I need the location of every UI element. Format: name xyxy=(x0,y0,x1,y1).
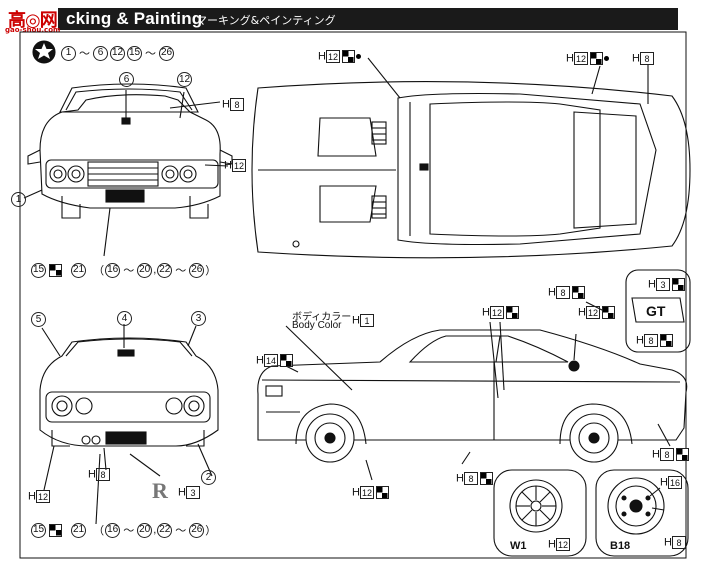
watermark-logo: 高◎网 gao-shou.com xyxy=(2,4,66,34)
ref-12: 12 xyxy=(110,45,125,61)
gt-badge-detail: GT xyxy=(625,269,691,353)
page-title: cking & Painting xyxy=(66,9,203,28)
rear-ref-3: 3 xyxy=(191,311,206,326)
ref-15: 15 xyxy=(127,45,142,61)
rear-ref-4: 4 xyxy=(117,311,132,326)
ref-6: 6 xyxy=(93,45,108,61)
body-color-en: Body Color xyxy=(292,320,342,331)
body-color-jp: ボディカラー xyxy=(292,312,352,323)
front-view-car xyxy=(23,83,233,257)
wheel-w1 xyxy=(493,469,587,557)
wheel-w1-label: W1 xyxy=(510,540,527,552)
wheel-b18-label: B18 xyxy=(610,540,631,552)
watermark-glyphs: 高◎网 xyxy=(8,10,58,31)
side-view-car xyxy=(257,301,688,481)
rear-ref-5: 5 xyxy=(31,312,46,327)
header: cking & Painting マーキング&ペインティング 高◎网 gao-s… xyxy=(0,0,706,34)
ref-1: 1 xyxy=(61,45,76,61)
ref-26: 26 xyxy=(159,45,174,61)
front-ref-6: 6 xyxy=(119,72,134,87)
front-ref-1: 1 xyxy=(11,192,26,207)
front-decal-legend: 15 21 （16～20,22～26） xyxy=(31,262,217,278)
svg-text:GT: GT xyxy=(646,303,666,319)
top-view-car xyxy=(251,57,691,259)
watermark-url: gao-shou.com xyxy=(5,26,61,34)
rear-r-emblem: R xyxy=(152,478,168,503)
rear-decal-legend: 15 21 （16～20,22～26） xyxy=(31,522,217,538)
sheet-frame xyxy=(19,31,687,559)
front-ref-12: 12 xyxy=(177,72,192,87)
rear-ref-2: 2 xyxy=(201,470,216,485)
wheel-b18 xyxy=(595,469,689,557)
star-icon xyxy=(32,40,56,64)
header-bar xyxy=(58,8,678,30)
rear-view-car xyxy=(39,324,219,525)
page-subtitle: マーキング&ペインティング xyxy=(196,14,336,27)
